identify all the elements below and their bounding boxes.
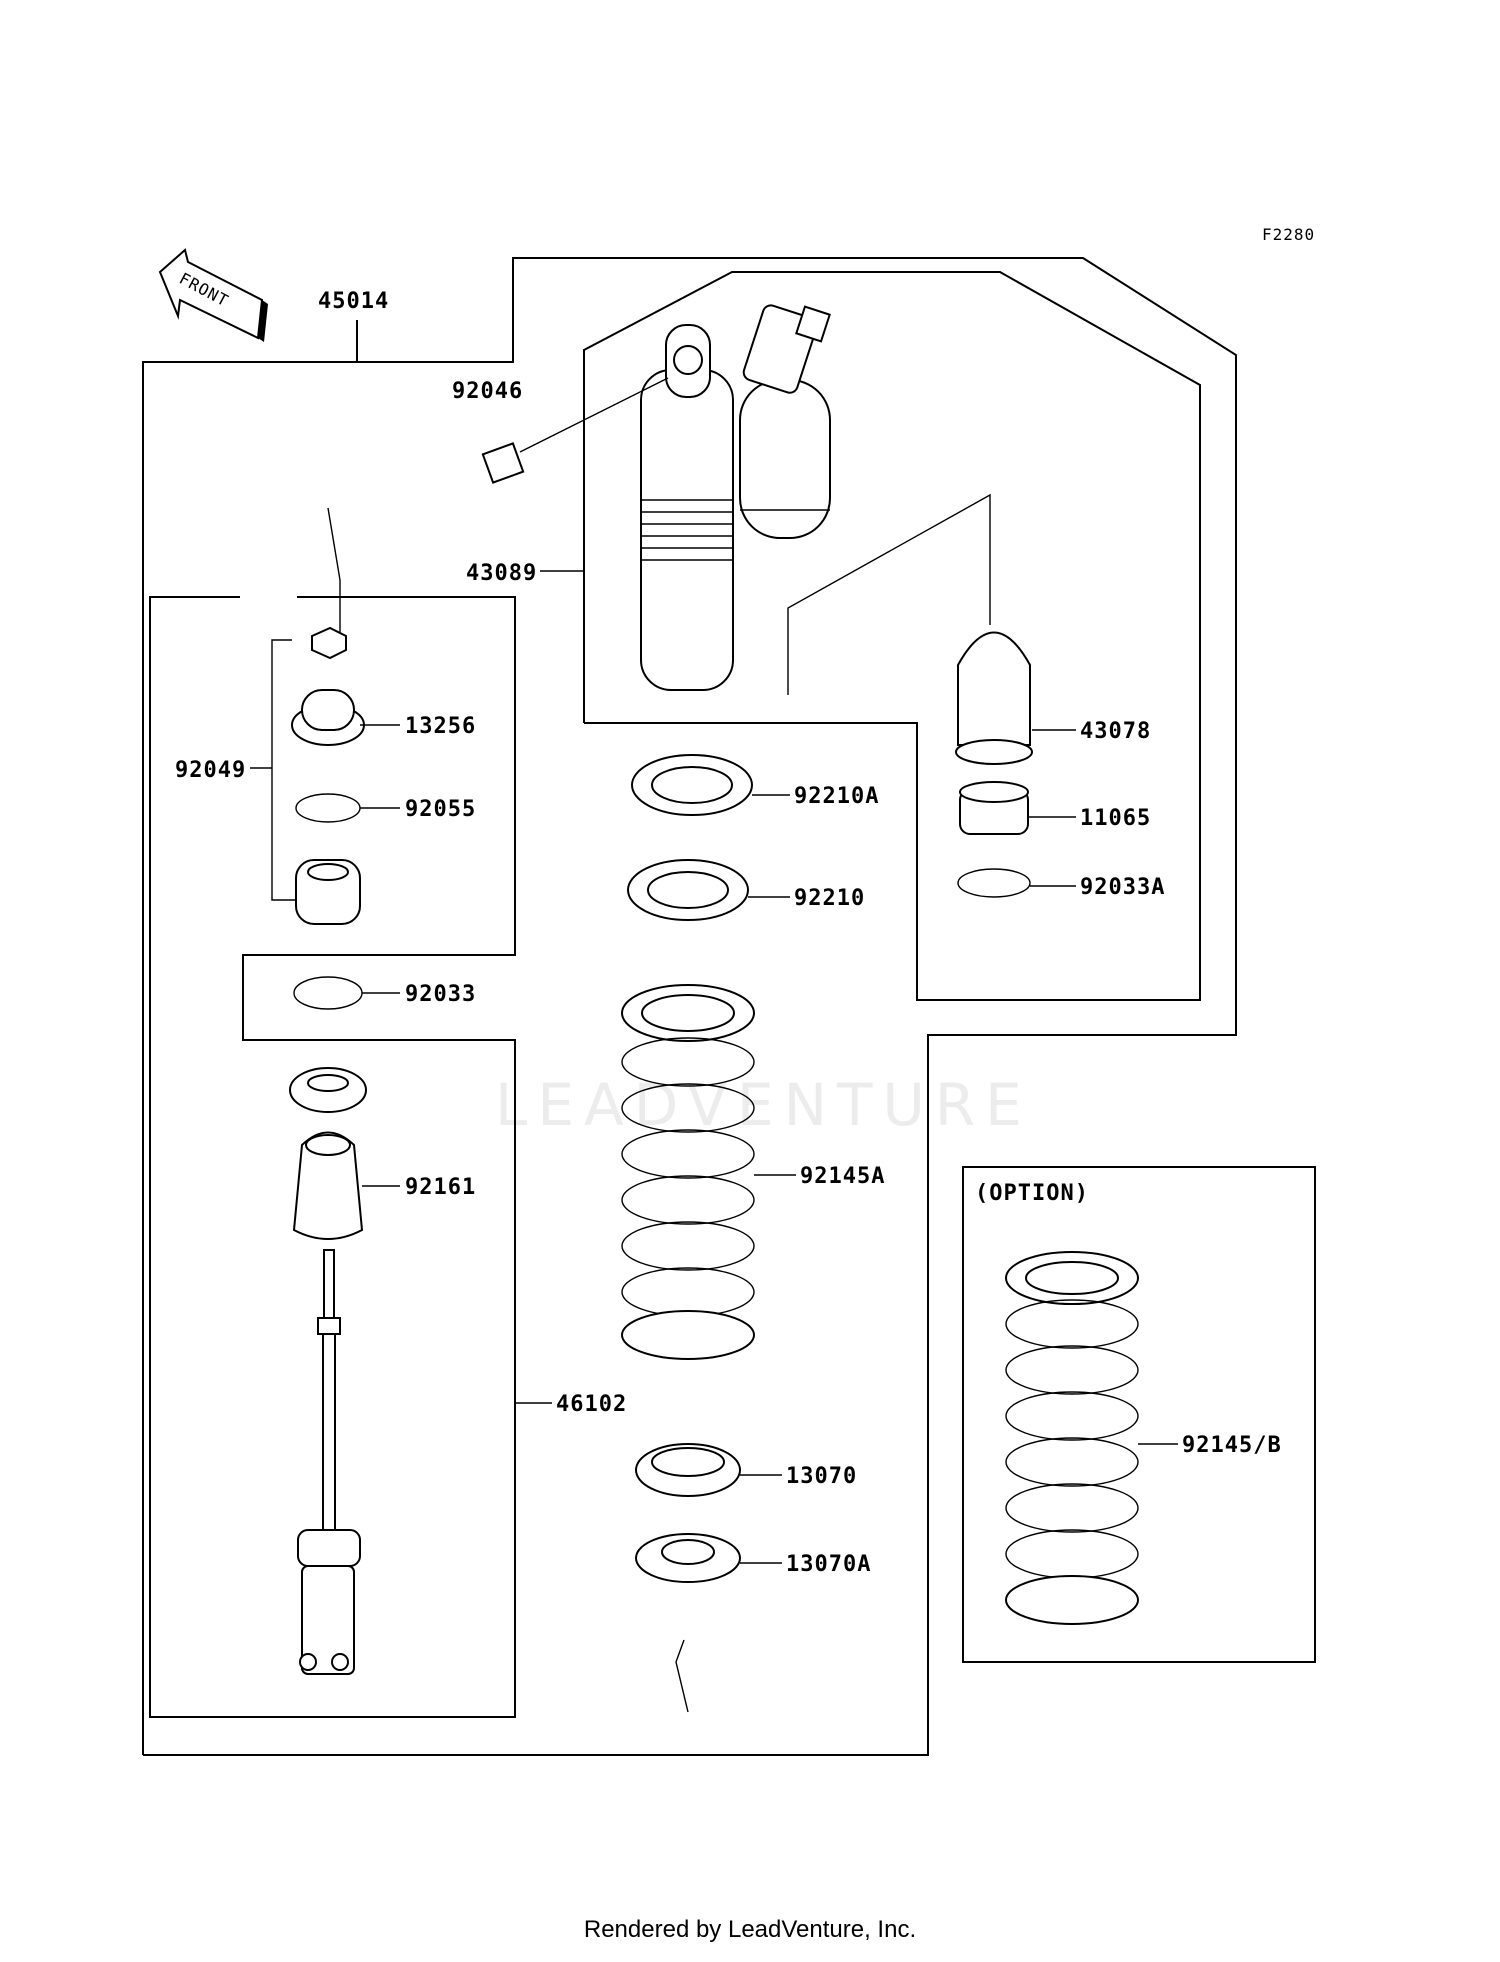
part-label-92145A: 92145A — [800, 1164, 885, 1189]
part-label-46102: 46102 — [556, 1392, 627, 1417]
rod-assembly-outline-46102 — [149, 596, 516, 1718]
part-label-45014: 45014 — [318, 289, 389, 314]
part-label-43078: 43078 — [1080, 719, 1151, 744]
seat-13070-part — [635, 1443, 741, 1497]
bushing-13256-part — [291, 689, 365, 746]
part-label-92210: 92210 — [794, 886, 865, 911]
oring-92055-part — [295, 793, 361, 823]
spring-92145B-part — [1005, 1251, 1139, 1625]
piston-rod-46102-part — [297, 1249, 361, 1675]
shock-body-part — [640, 304, 991, 695]
part-label-92055: 92055 — [405, 797, 476, 822]
figure-code: F2280 — [1262, 225, 1315, 244]
spring-92145A-part — [621, 984, 755, 1360]
bushing-92049-part — [295, 859, 361, 925]
part-label-11065: 11065 — [1080, 806, 1151, 831]
bumper-92161-part — [292, 1131, 364, 1240]
part-label-13070A: 13070A — [786, 1552, 871, 1577]
footer-credit: Rendered by LeadVenture, Inc. — [583, 1916, 917, 1943]
part-label-92046: 92046 — [452, 379, 523, 404]
circlip-92033-part — [293, 976, 363, 1010]
shock-body-outline-43089 — [583, 271, 1201, 1001]
part-label-92161: 92161 — [405, 1175, 476, 1200]
front-arrow-icon: FRONT — [158, 248, 268, 342]
assembly-outline-45014 — [142, 257, 1237, 1756]
washer-part — [289, 1067, 367, 1113]
option-label: (OPTION) — [975, 1181, 1089, 1206]
circlip-92033A-part — [957, 868, 1031, 898]
cap-11065-part — [959, 781, 1029, 835]
part-label-92049: 92049 — [175, 758, 246, 783]
part-label-13070: 13070 — [786, 1464, 857, 1489]
part-label-43089: 43089 — [466, 561, 537, 586]
seat-13070A-part — [635, 1533, 741, 1583]
part-label-92210A: 92210A — [794, 784, 879, 809]
locknut-92210A-part — [631, 754, 753, 816]
watermark: LEADVENTURE — [495, 1071, 1032, 1139]
locknut-92210-part — [627, 859, 749, 921]
part-label-92033: 92033 — [405, 982, 476, 1007]
part-label-92145B: 92145/B — [1182, 1433, 1282, 1458]
nut-part — [311, 626, 347, 660]
part-label-92033A: 92033A — [1080, 875, 1165, 900]
reservoir-cap-43078-part — [955, 631, 1033, 765]
bearing-92046-part — [481, 377, 669, 484]
part-label-13256: 13256 — [405, 714, 476, 739]
option-box — [962, 1166, 1316, 1663]
